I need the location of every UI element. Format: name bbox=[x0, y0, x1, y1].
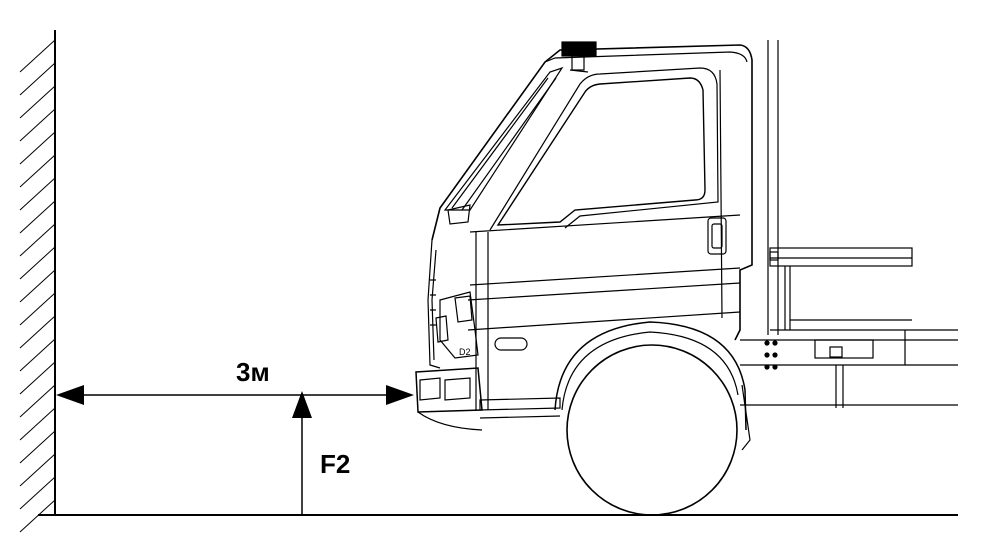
arrow-head-right bbox=[386, 385, 414, 405]
wall-hatch-line bbox=[19, 292, 56, 326]
cab-outline bbox=[431, 44, 753, 341]
wall-hatch-line bbox=[19, 476, 56, 510]
wall-hatch-line bbox=[19, 108, 56, 142]
wall-hatch-line bbox=[19, 499, 56, 533]
front-bumper bbox=[415, 367, 483, 431]
wall-hatch-line bbox=[19, 154, 56, 188]
cab-door bbox=[467, 69, 741, 331]
cargo-bed bbox=[740, 40, 958, 408]
force-arrow bbox=[292, 391, 312, 515]
wall-hatch-line bbox=[19, 246, 56, 280]
door-window bbox=[496, 77, 706, 226]
wall-hatch-line bbox=[19, 85, 56, 119]
wall-hatch-line bbox=[19, 430, 56, 464]
wheel-arch bbox=[554, 321, 747, 431]
truck-badge: D2 bbox=[459, 347, 471, 357]
hatched-wall-icon bbox=[19, 30, 56, 533]
wall-hatch-line bbox=[19, 39, 56, 73]
side-marker bbox=[494, 337, 528, 351]
wall-hatch-line bbox=[19, 453, 56, 487]
wall-hatch-line bbox=[19, 361, 56, 395]
wall-hatch-line bbox=[19, 384, 56, 418]
wall-hatch-line bbox=[19, 315, 56, 349]
distance-label: 3м bbox=[236, 357, 270, 387]
truck-cab-icon: D2 bbox=[415, 40, 958, 516]
wall-hatch-line bbox=[19, 131, 56, 165]
roof-beacon bbox=[561, 41, 597, 73]
arrow-head-left bbox=[56, 385, 84, 405]
force-arrow-head bbox=[292, 391, 312, 418]
door-handle bbox=[707, 217, 727, 255]
wall-hatch-line bbox=[19, 269, 56, 303]
wall-hatch-line bbox=[19, 338, 56, 372]
wall-hatch-line bbox=[19, 200, 56, 234]
distance-arrow bbox=[56, 385, 414, 405]
wall-hatch-line bbox=[19, 177, 56, 211]
headlight bbox=[435, 291, 479, 359]
force-label: F2 bbox=[320, 449, 350, 479]
wall-hatch-line bbox=[19, 223, 56, 257]
wall-hatch-line bbox=[19, 407, 56, 441]
wall-hatch-line bbox=[19, 62, 56, 96]
front-wheel bbox=[566, 344, 738, 516]
